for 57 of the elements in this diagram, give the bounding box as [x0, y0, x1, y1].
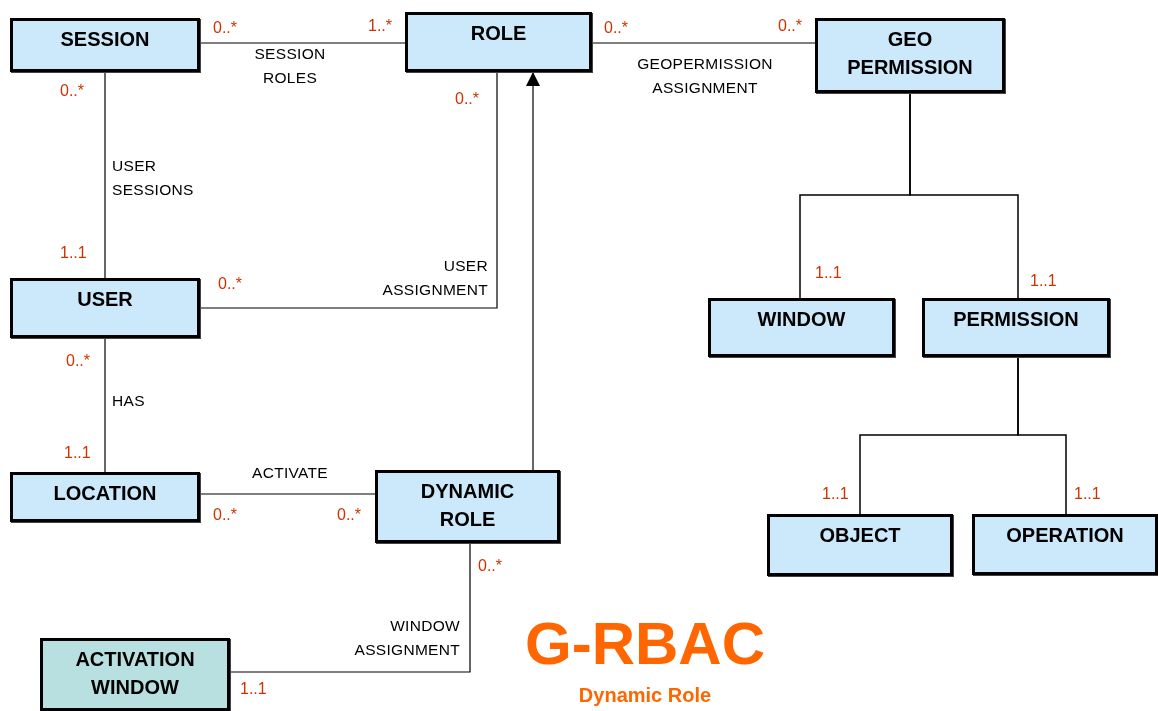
multiplicity-label: 0..*	[778, 17, 802, 35]
multiplicity-label: 0..*	[66, 352, 90, 370]
connector-line	[591, 42, 816, 44]
class-name: USER	[76, 287, 134, 312]
multiplicity-label: 0..*	[213, 506, 237, 524]
multiplicity-label: 0..*	[478, 557, 502, 575]
connector-line	[104, 337, 106, 473]
title: G-RBAC	[524, 612, 766, 676]
class-box	[10, 18, 200, 72]
class-box	[375, 470, 560, 543]
class-box	[922, 298, 1110, 357]
edge-label: USER ASSIGNMENT	[381, 256, 488, 300]
connector-line	[199, 42, 406, 44]
multiplicity-label: 1..1	[1074, 485, 1101, 503]
edge-label: WINDOW ASSIGNMENT	[353, 616, 460, 660]
edge-label: GEOPERMISSION ASSIGNMENT	[636, 54, 774, 98]
multiplicity-label: 0..*	[604, 19, 628, 37]
multiplicity-label: 1..*	[368, 17, 392, 35]
edge-label: HAS	[112, 391, 146, 411]
multiplicity-label: 0..*	[60, 82, 84, 100]
connector-line	[229, 542, 471, 673]
multiplicity-label: 0..*	[337, 506, 361, 524]
class-name: OBJECT	[818, 523, 902, 548]
multiplicity-label: 1..1	[815, 264, 842, 282]
class-name: ROLE	[469, 21, 528, 46]
class-name: WINDOW	[756, 307, 847, 332]
class-name: SESSION	[59, 27, 151, 52]
class-box	[40, 638, 230, 711]
arrow	[526, 71, 540, 471]
class-box	[767, 514, 953, 576]
class-name: OPERATION	[1005, 523, 1125, 548]
multiplicity-label: 1..1	[60, 244, 87, 262]
multiplicity-label: 0..*	[213, 19, 237, 37]
multiplicity-label: 1..1	[64, 444, 91, 462]
multiplicity-label: 1..1	[822, 485, 849, 503]
connector-line	[199, 71, 498, 309]
class-box	[708, 298, 895, 357]
class-box	[10, 472, 200, 522]
connector-line	[104, 71, 106, 279]
subtitle: Dynamic Role	[577, 684, 713, 706]
class-name: DYNAMIC ROLE	[419, 479, 516, 532]
edge-label: ACTIVATE	[251, 463, 329, 483]
multiplicity-label: 1..1	[240, 680, 267, 698]
class-name: GEO PERMISSION	[846, 27, 974, 80]
multiplicity-label: 0..*	[455, 90, 479, 108]
multiplicity-label: 1..1	[1030, 272, 1057, 290]
class-box	[815, 18, 1005, 93]
class-box	[10, 278, 200, 338]
edge-label: USER SESSIONS	[112, 156, 195, 200]
edge-label: SESSION ROLES	[253, 44, 327, 88]
class-box	[972, 514, 1158, 575]
multiplicity-label: 0..*	[218, 275, 242, 293]
class-name: ACTIVATION WINDOW	[74, 647, 196, 700]
class-name: LOCATION	[52, 481, 158, 506]
connector-line	[199, 493, 376, 495]
class-box	[405, 12, 592, 72]
class-name: PERMISSION	[952, 307, 1080, 332]
